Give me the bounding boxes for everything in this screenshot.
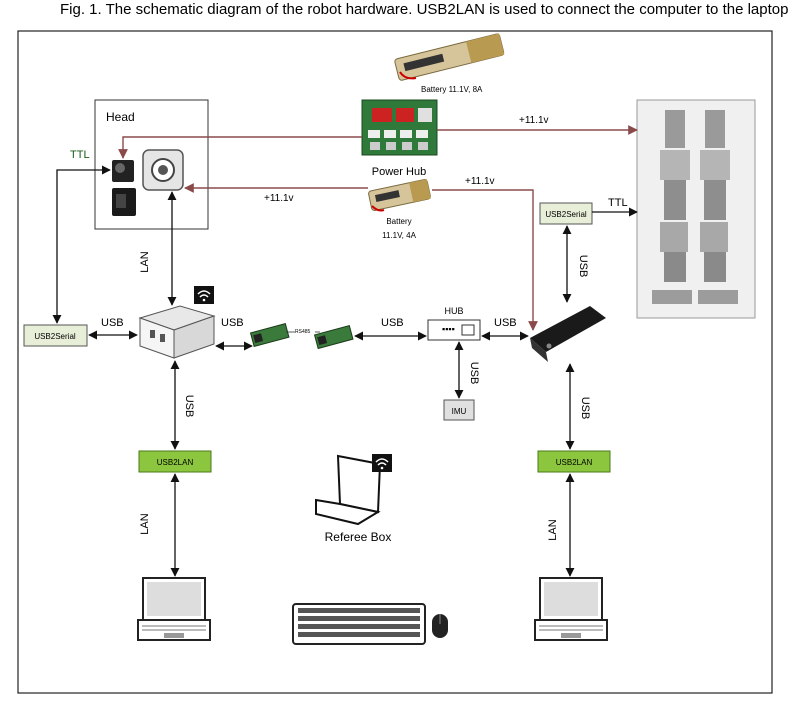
laptop-icon xyxy=(137,577,211,641)
figure-caption: Fig. 1. The schematic diagram of the rob… xyxy=(60,1,788,18)
referee-laptop-icon xyxy=(315,454,382,526)
usb2lan-right: USB2LAN xyxy=(537,450,611,473)
usb-imu-label: USB xyxy=(468,362,480,385)
usb-label: USB xyxy=(221,317,244,329)
mouse-icon xyxy=(432,614,448,638)
usb-nb-down-label: USB xyxy=(579,397,591,420)
usb-label: USB xyxy=(101,317,124,329)
lan-right-label: LAN xyxy=(547,519,559,540)
camera-icon xyxy=(142,149,184,191)
head-label: Head xyxy=(106,110,135,124)
imu-icon: IMU xyxy=(443,399,475,421)
lan-head-label: LAN xyxy=(139,251,151,272)
usb-label: USB xyxy=(381,317,404,329)
keyboard-icon xyxy=(292,603,426,645)
hub-label: HUB xyxy=(444,306,463,316)
laptop-icon xyxy=(534,577,608,641)
rs485-adapter-icon xyxy=(249,323,354,350)
power-lines xyxy=(118,125,638,331)
usb2lan-right-label: USB2LAN xyxy=(556,458,593,467)
usb2serial-left-label: USB2Serial xyxy=(34,332,76,341)
battery-top-label: Battery 11.1V, 8A xyxy=(421,85,483,94)
robot-image xyxy=(636,99,756,319)
v-nb-label: +11.1v xyxy=(465,176,495,187)
usb-label: USB xyxy=(494,317,517,329)
referee-box-label: Referee Box xyxy=(325,530,392,544)
rs485-label: RS485 xyxy=(295,329,311,335)
usb2lan-left-label: USB2LAN xyxy=(157,458,194,467)
data-lines xyxy=(52,165,638,577)
power-hub-label: Power Hub xyxy=(372,166,426,178)
wifi-icon xyxy=(372,454,392,472)
battery-mid-label-1: Battery xyxy=(386,217,411,226)
notebook-icon xyxy=(530,306,606,362)
mini-pc-icon xyxy=(138,305,216,359)
usb-pc-down-label: USB xyxy=(183,395,195,418)
v-robot-label: +11.1v xyxy=(519,115,549,126)
battery-icon xyxy=(368,178,431,212)
wifi-icon xyxy=(194,286,214,304)
v-head-label: +11.1v xyxy=(264,193,294,204)
ttl-left-label: TTL xyxy=(70,149,90,161)
battery-mid-label-2: 11.1V, 4A xyxy=(382,231,416,240)
hub-icon: ▪▪▪▪ xyxy=(427,319,481,341)
ttl-right-label: TTL xyxy=(608,197,628,209)
hub-dots: ▪▪▪▪ xyxy=(442,324,455,334)
usb2serial-right-label: USB2Serial xyxy=(545,210,587,219)
usb2serial-right: USB2Serial xyxy=(539,202,593,225)
servo-icon xyxy=(112,160,136,216)
usb-nb-up-label: USB xyxy=(577,255,589,278)
usb2lan-left: USB2LAN xyxy=(138,450,212,473)
usb2serial-left: USB2Serial xyxy=(23,324,88,347)
power-board-icon xyxy=(361,99,438,156)
lan-left-label: LAN xyxy=(139,513,151,534)
battery-icon xyxy=(394,33,505,81)
imu-label: IMU xyxy=(452,407,467,416)
